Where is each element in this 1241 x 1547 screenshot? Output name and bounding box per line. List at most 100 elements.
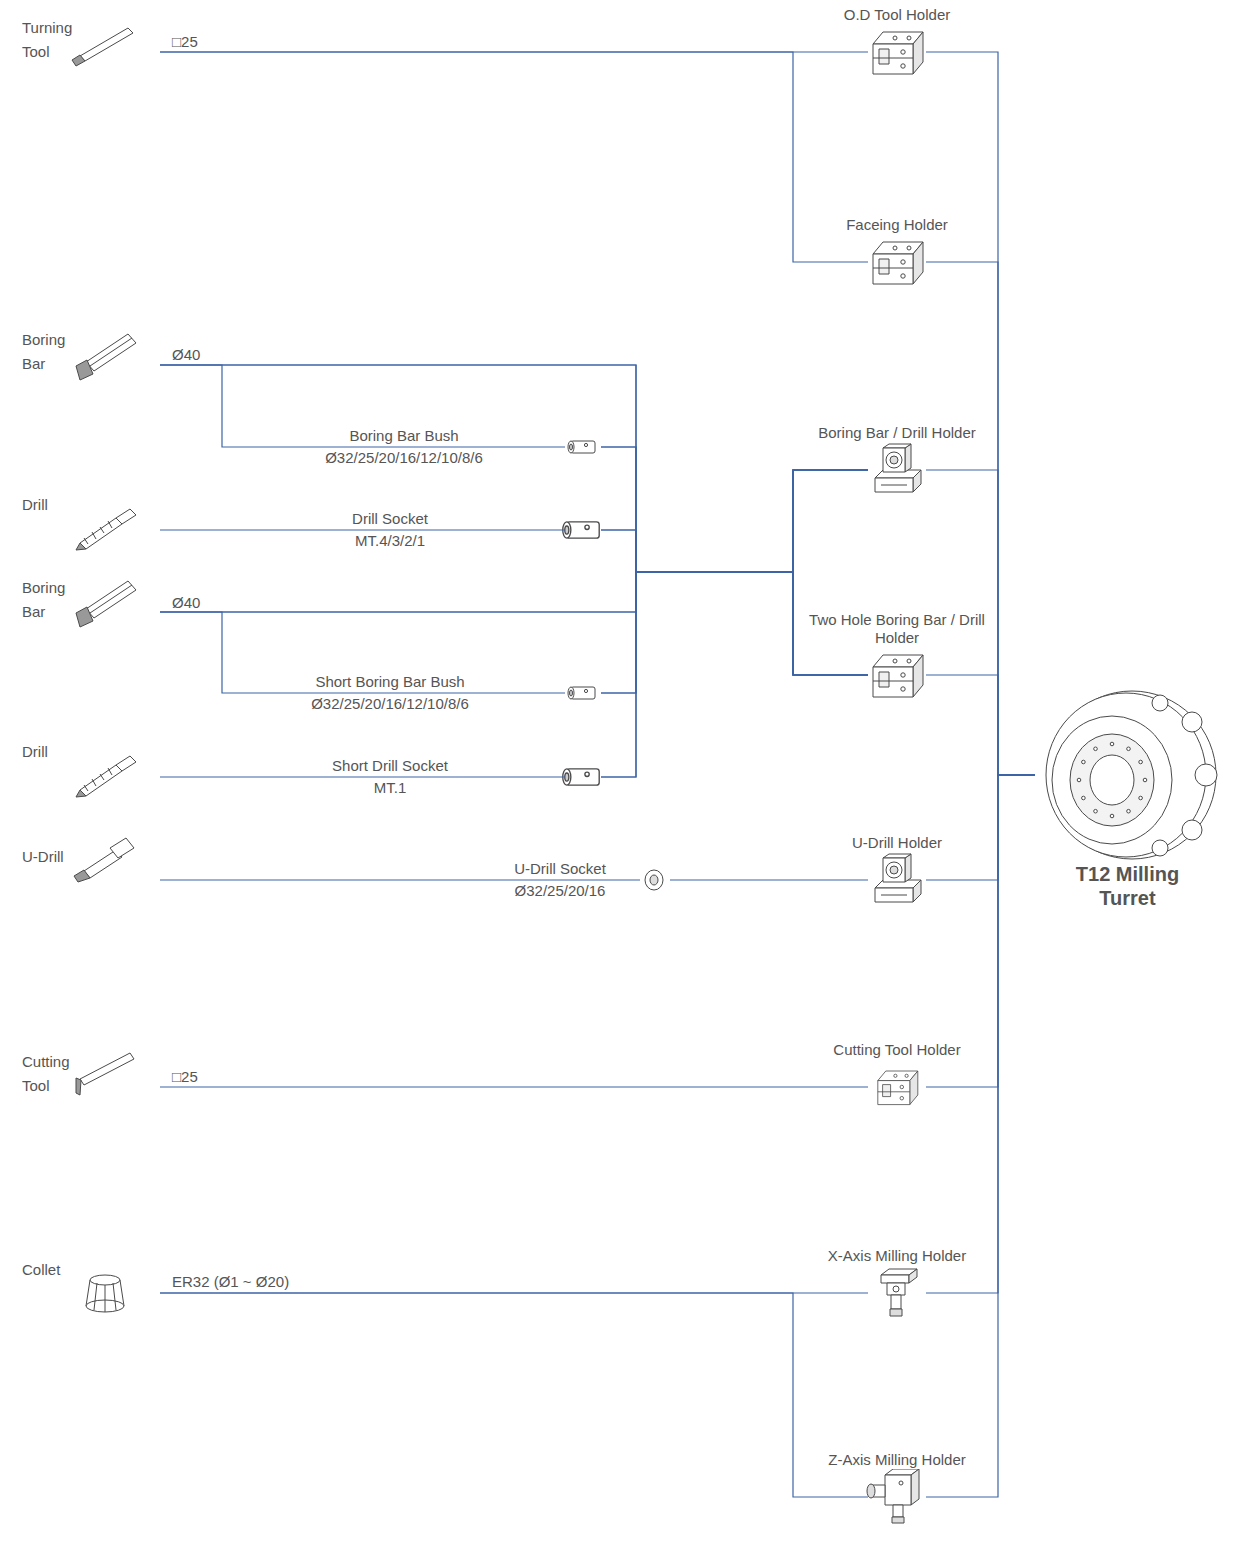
boring-bar-icon [76,581,136,627]
bolt-circle [1077,742,1147,818]
size-label: Ø40 [172,594,200,611]
drawing-stroke [76,1078,81,1095]
drawing-stroke [1152,695,1168,711]
drawing-stroke [873,242,923,284]
connector-line [160,612,565,693]
drawing-stroke [80,28,133,61]
drawing-stroke [1094,809,1098,813]
drawing-stroke [873,655,923,697]
drawing-stroke [1052,716,1172,844]
size-label: □25 [172,1068,198,1085]
tool-item: Boring Bar [22,328,160,378]
socket-name: Boring Bar Bush [347,428,460,444]
tool-name: Boring Bar [22,328,84,376]
socket-name: U-Drill Socket [512,861,608,877]
turning-tool-icon [72,28,133,66]
drawing-stroke [1082,760,1086,764]
socket-item: Boring Bar BushØ32/25/20/16/12/10/8/6 [565,435,601,459]
cutting-holder-icon [878,1071,918,1105]
socket-name: Short Boring Bar Bush [313,674,466,690]
connector-line [926,775,1035,1293]
drawing-stroke [86,334,136,371]
connector-line [160,470,868,612]
tool-icons [72,28,1217,1523]
drawing-stroke [1090,755,1134,805]
socket-item: Drill SocketMT.4/3/2/1 [565,518,601,542]
drawing-stroke [1046,693,1206,857]
tool-item: Drill [22,493,160,543]
holder-item: O.D Tool Holder [868,28,926,76]
tool-name: Boring Bar [22,576,84,624]
drawing-stroke [1110,742,1114,746]
connector-line [926,775,1035,880]
connector-line [160,776,565,777]
holder-name: Faceing Holder [844,216,950,234]
tool-item: Drill [22,740,160,790]
socket-name: Drill Socket [350,511,430,527]
drawing-stroke [568,441,595,453]
drawing-stroke [1139,760,1143,764]
drawing-stroke [1070,734,1154,826]
drawing-stroke [1143,778,1147,782]
holder-item: Cutting Tool Holder [868,1063,926,1111]
drawing-stroke [1094,747,1098,751]
drawing-stroke [1077,778,1081,782]
drawing-stroke [1082,796,1086,800]
tool-name: Collet [22,1258,84,1282]
drawing-stroke [563,522,599,538]
drawing-stroke [1110,814,1114,818]
drawing-stroke [94,1283,97,1310]
drawing-stroke [878,1071,918,1105]
holder-name: U-Drill Holder [850,834,944,852]
holder-name: Boring Bar / Drill Holder [816,424,978,442]
drawing-stroke [74,870,90,882]
connector-line [160,52,868,262]
holder-item: Boring Bar / Drill Holder [868,446,926,494]
connector-line [160,1086,868,1087]
holder-name: Cutting Tool Holder [831,1041,962,1059]
socket-item: U-Drill SocketØ32/25/20/16 [640,868,670,892]
holder-name: Two Hole Boring Bar / Drill Holder [797,611,997,647]
tool-name: Drill [22,493,84,517]
u-drill-socket-icon [645,870,663,890]
drill-socket-icon [563,769,599,785]
tool-name: Drill [22,740,84,764]
drill-icon [76,756,136,797]
cutting-tool-icon [76,1053,134,1095]
connector-line [926,52,1035,775]
drill-icon [76,509,136,550]
holder-item: Z-Axis Milling Holder [868,1473,926,1521]
drawing-stroke [100,527,104,533]
drawing-stroke [90,338,132,366]
tool-item: Collet [22,1258,160,1308]
drawing-stroke [1127,747,1131,751]
tool-item: Cutting Tool [22,1050,160,1100]
drawing-stroke [80,1053,134,1085]
connector-line [160,1293,868,1497]
turret-title: T12 Milling Turret [1053,862,1203,910]
connector-line [160,365,868,572]
drawing-stroke [1182,820,1202,840]
connector-line [670,879,868,880]
drawing-stroke [867,1469,919,1523]
drawing-stroke [76,360,93,380]
drawing-stroke [105,1285,106,1312]
drawing-stroke [76,543,86,550]
turret-item: T12 Milling Turret [1035,690,1220,860]
socket-item: Short Boring Bar BushØ32/25/20/16/12/10/… [565,681,601,705]
holder-name: Z-Axis Milling Holder [826,1451,968,1469]
drawing-stroke [563,769,599,785]
drill-socket-icon [563,522,599,538]
drawing-stroke [568,687,595,699]
drawing-stroke [873,32,923,74]
connector-line [160,529,565,530]
drawing-stroke [1139,796,1143,800]
drawing-stroke [875,444,921,492]
drawing-stroke [650,875,658,885]
drawing-stroke [110,838,134,858]
drawing-stroke [645,870,663,890]
holder-name: O.D Tool Holder [842,6,952,24]
